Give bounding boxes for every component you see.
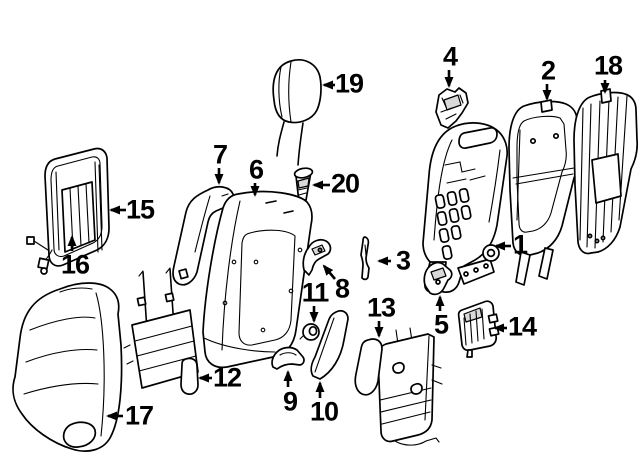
callout-label-4: 4: [442, 41, 458, 72]
part-1-seat-back-frame: [423, 123, 507, 292]
part-9-hook: [272, 348, 304, 369]
part-19-headrest: [273, 60, 321, 165]
part-14-control-module: [459, 301, 499, 357]
callout-arrow-8: [322, 264, 335, 279]
part-5-bracket: [424, 263, 451, 295]
part-3-trim-strip: [361, 237, 369, 279]
callout-label-1: 1: [512, 229, 528, 260]
part-16-heater-element: [27, 182, 95, 274]
callout-label-16: 16: [60, 249, 90, 280]
part-17-seat-back-cushion: [13, 283, 122, 451]
part-7-side-trim: [173, 187, 233, 285]
part-6-seat-back-pad: [203, 192, 312, 368]
part-8-bracket: [303, 240, 330, 275]
callout-label-13: 13: [366, 292, 396, 323]
callout-label-20: 20: [330, 168, 360, 199]
part-4-bracket: [436, 88, 468, 128]
part-11-grommet: [300, 324, 319, 340]
callout-label-8: 8: [334, 273, 350, 304]
callout-label-14: 14: [507, 311, 537, 342]
part-13-lumbar-frame-pad: [355, 328, 442, 445]
part-12-lumbar-support: [124, 268, 198, 394]
callout-arrows: [67, 70, 610, 421]
callout-label-19: 19: [334, 68, 364, 99]
callout-label-12: 12: [212, 362, 242, 393]
callout-label-5: 5: [433, 309, 449, 340]
callout-label-7: 7: [212, 139, 228, 170]
callout-label-17: 17: [124, 400, 154, 431]
callout-label-3: 3: [395, 245, 411, 276]
callout-label-6: 6: [248, 154, 264, 185]
callout-label-10: 10: [309, 396, 339, 427]
callout-label-18: 18: [593, 50, 623, 81]
callout-label-9: 9: [282, 386, 298, 417]
callout-label-15: 15: [125, 194, 155, 225]
callout-label-11: 11: [301, 277, 330, 308]
part-2-seat-back-frame-panel: [509, 100, 588, 285]
part-10-side-bolster-pad: [311, 311, 348, 379]
callout-label-2: 2: [540, 55, 556, 86]
part-18-seat-back-frame-cover: [574, 89, 637, 253]
